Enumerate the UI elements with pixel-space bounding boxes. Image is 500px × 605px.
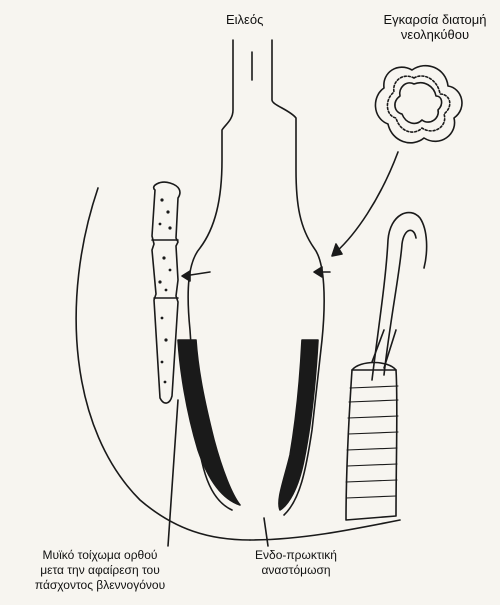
pointer-arrow-head xyxy=(332,244,342,256)
label-anastomosis-line1: Ενδο-πρωκτική xyxy=(236,548,356,563)
label-cross-section: Εγκαρσία διατομή νεοληκύθου xyxy=(376,12,494,42)
label-anastomosis-line2: αναστόμωση xyxy=(236,563,356,578)
label-muscle-wall-line2: μετα την αφαίρεση του xyxy=(10,563,190,578)
label-anastomosis: Ενδο-πρωκτική αναστόμωση xyxy=(236,548,356,578)
left-muscle-cuff xyxy=(178,340,240,505)
label-muscle-wall-line1: Μυϊκό τοίχωμα ορθού xyxy=(10,548,190,563)
loop-tube-outer xyxy=(372,213,427,380)
label-muscle-wall: Μυϊκό τοίχωμα ορθού μετα την αφαίρεση το… xyxy=(10,548,190,593)
label-cross-section-line2: νεοληκύθου xyxy=(376,27,494,42)
rope-tube xyxy=(346,330,398,520)
arrow-left-head xyxy=(182,271,190,281)
label-muscle-wall-line3: πάσχοντος βλεννογόνου xyxy=(10,578,190,593)
removed-mucosa-column xyxy=(152,182,180,403)
label-ileum: Ειλεός xyxy=(226,12,263,27)
pouch-cross-section xyxy=(375,66,462,143)
label-ileum-text: Ειλεός xyxy=(226,12,263,27)
label-cross-section-line1: Εγκαρσία διατομή xyxy=(376,12,494,27)
arrow-right-head xyxy=(314,267,322,277)
perineum-line xyxy=(250,520,400,540)
leader-anastomosis xyxy=(264,518,268,546)
